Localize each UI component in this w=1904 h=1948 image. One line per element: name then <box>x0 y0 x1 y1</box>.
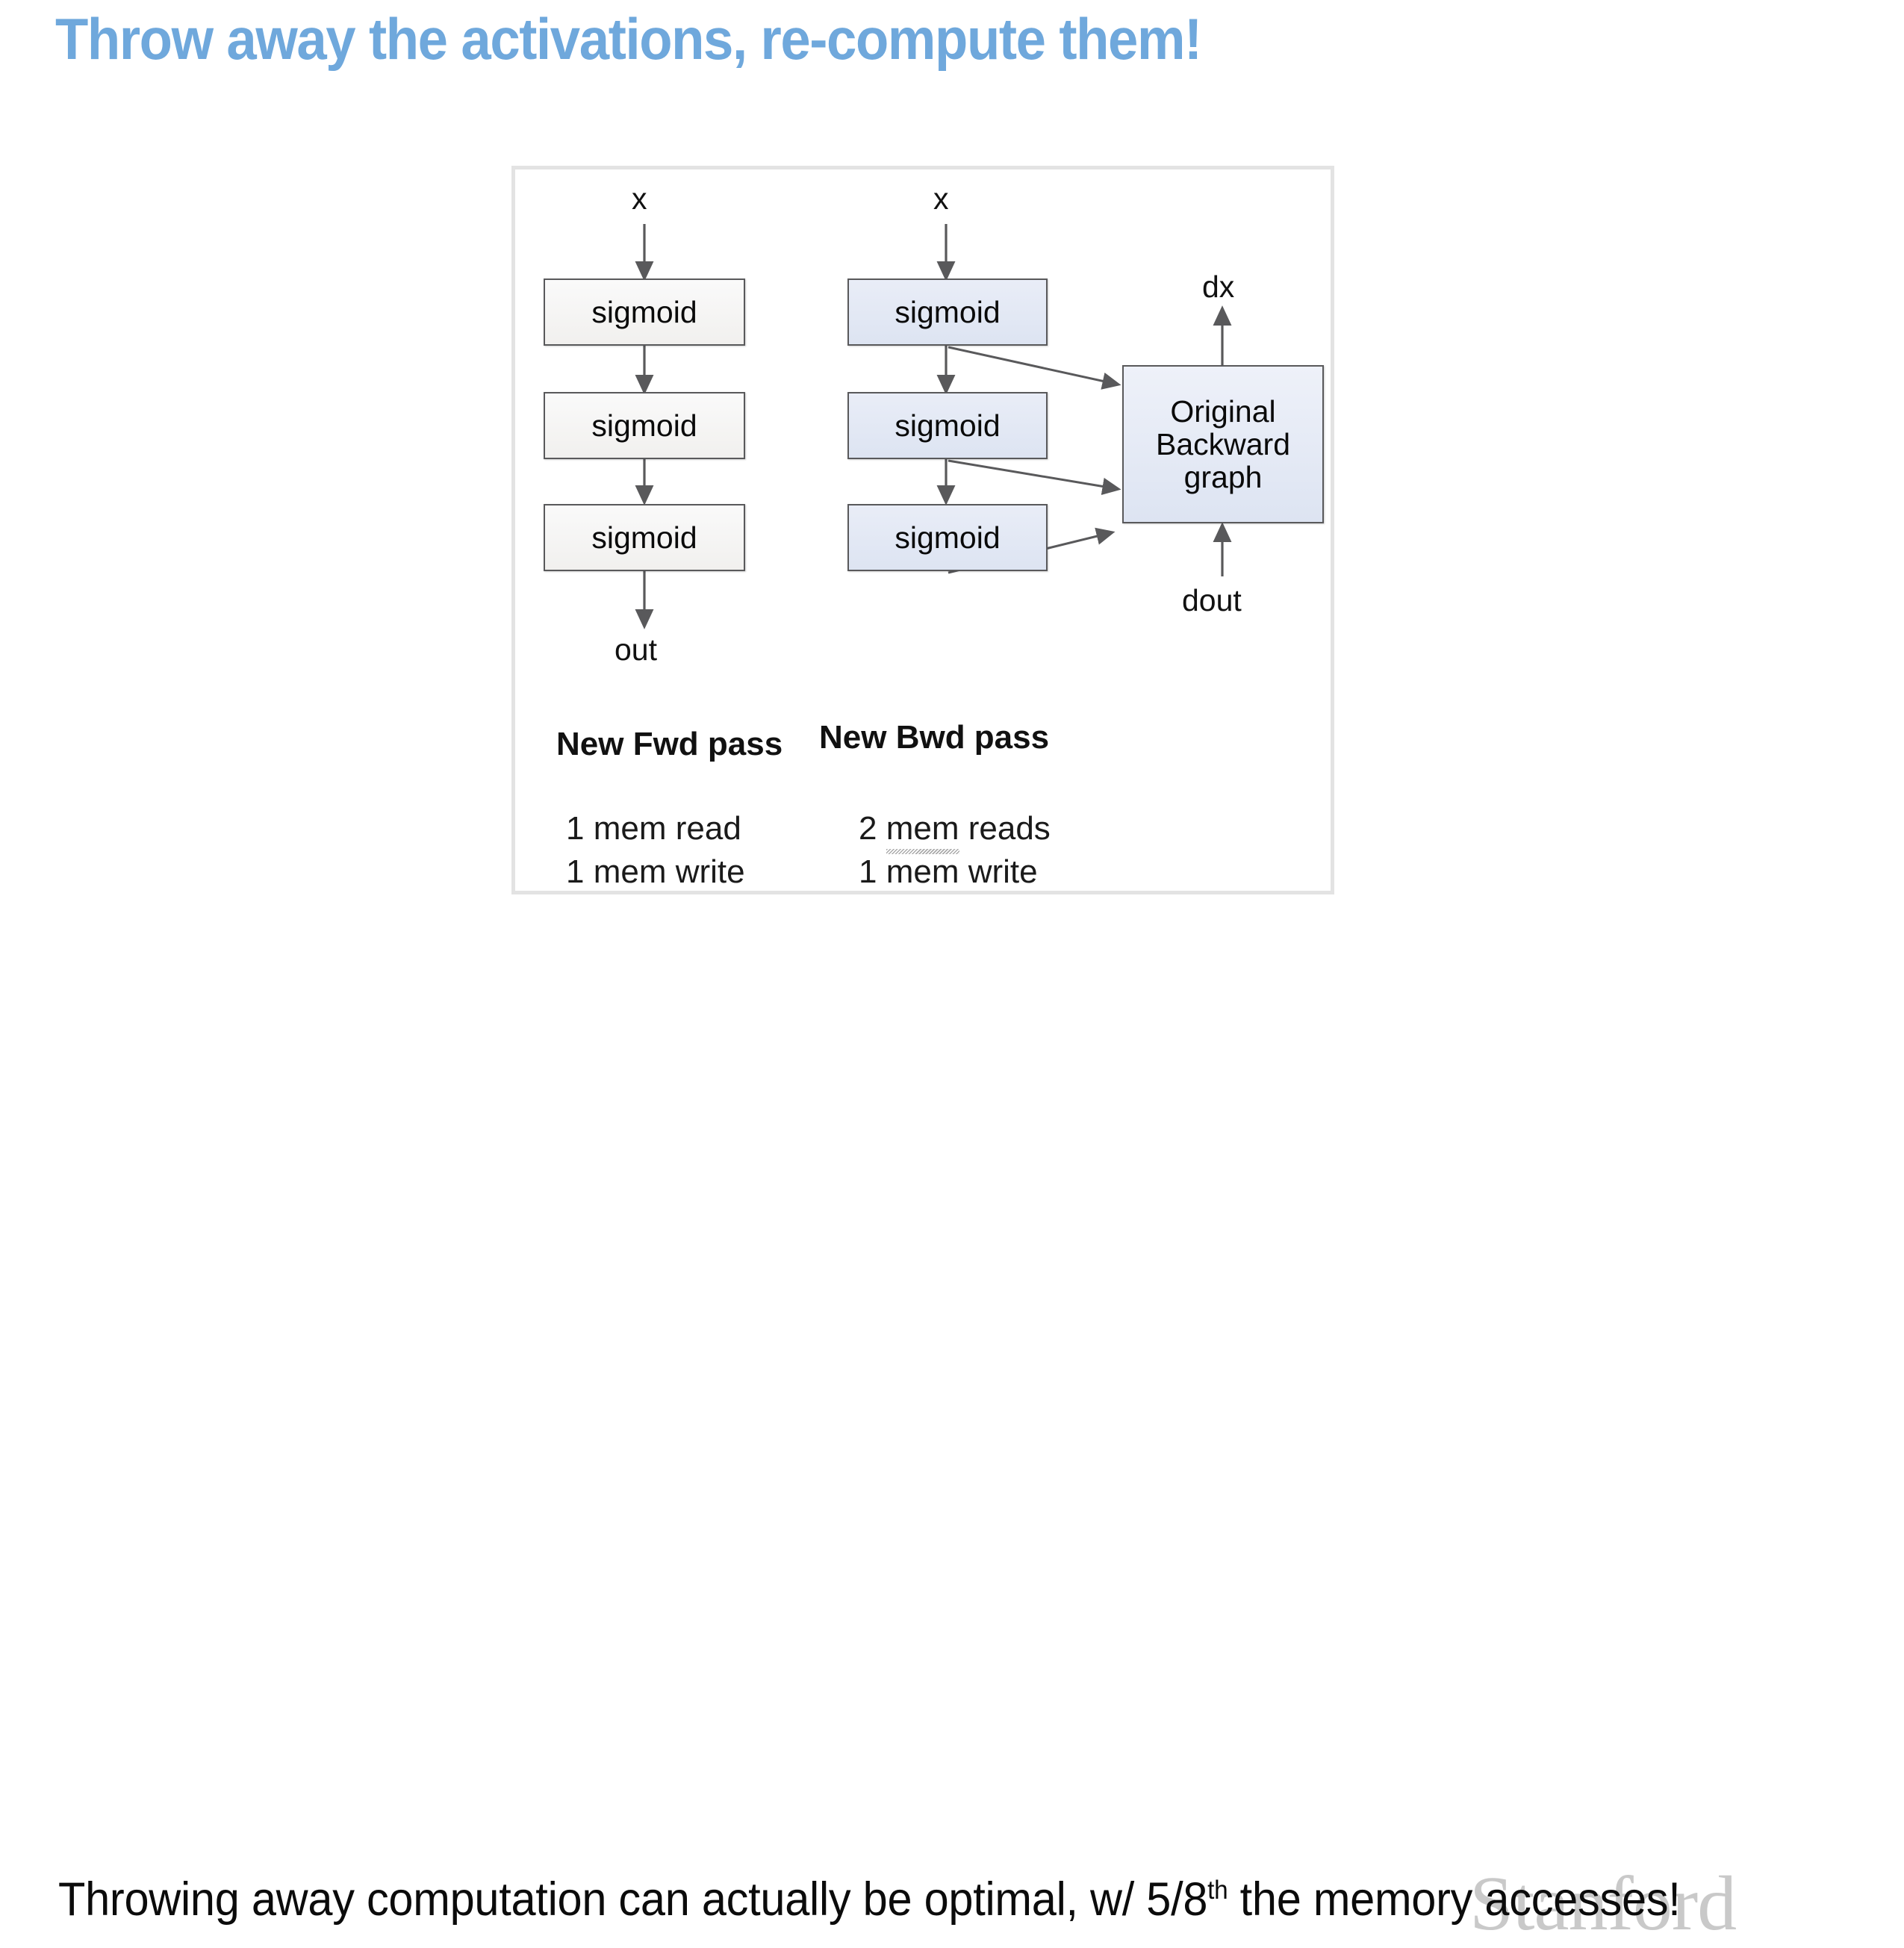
caption-superscript: th <box>1207 1876 1228 1905</box>
backward-sigmoid-node-3[interactable]: sigmoid <box>847 504 1048 571</box>
backward-stat-2-action: write <box>959 853 1038 890</box>
forward-stat-1-count: 1 <box>566 810 585 847</box>
diagram-frame: x sigmoid sigmoid sigmoid out New Fwd pa… <box>511 166 1334 894</box>
forward-stat-2-unit: mem <box>593 853 667 890</box>
backward-grad-in-label: dout <box>1182 583 1242 617</box>
forward-output-label: out <box>615 632 657 667</box>
backward-stat-2-count: 1 <box>859 853 877 890</box>
backward-stat-row-1: 2 mem reads <box>859 810 1051 847</box>
obg-line-3: graph <box>1183 460 1263 495</box>
forward-pass-heading: New Fwd pass <box>556 726 783 762</box>
original-backward-graph-node[interactable]: Original Backward graph <box>1122 365 1324 523</box>
obg-line-2: Backward <box>1155 426 1290 461</box>
obg-line-1: Original <box>1170 393 1276 429</box>
arrow-bwd-s2-to-graph <box>948 459 1121 495</box>
backward-stat-1-count: 2 <box>859 810 877 847</box>
caption-prefix: Throwing away computation can actually b… <box>58 1873 1208 1926</box>
forward-input-label: x <box>632 181 647 216</box>
forward-stat-row-2: 1 mem write <box>566 853 745 891</box>
forward-stat-1-unit: mem <box>593 810 667 847</box>
forward-stat-2-action: write <box>666 853 745 890</box>
backward-grad-out-label: dx <box>1202 270 1235 304</box>
arrow-bwd-s1-to-graph <box>948 346 1121 390</box>
slide-caption: Throwing away computation can actually b… <box>58 1867 1780 1932</box>
forward-stat-row-1: 1 mem read <box>566 810 741 847</box>
backward-sigmoid-node-1[interactable]: sigmoid <box>847 278 1048 346</box>
backward-pass-heading: New Bwd pass <box>819 719 1050 756</box>
backward-stat-1-action: reads <box>959 810 1051 847</box>
backward-stat-row-2: 1 mem write <box>859 853 1038 891</box>
forward-stat-2-count: 1 <box>566 853 585 890</box>
backward-input-label: x <box>933 181 949 216</box>
backward-stat-2-unit: mem <box>886 853 959 890</box>
caption-region: Stanford Throwing away computation can a… <box>0 932 1904 1947</box>
backward-sigmoid-node-2[interactable]: sigmoid <box>847 392 1048 459</box>
forward-sigmoid-node-2[interactable]: sigmoid <box>544 392 745 459</box>
forward-sigmoid-node-1[interactable]: sigmoid <box>544 278 745 346</box>
page-title: Throw away the activations, re-compute t… <box>55 6 1202 72</box>
backward-stat-1-unit: mem <box>886 810 959 847</box>
forward-sigmoid-node-3[interactable]: sigmoid <box>544 504 745 571</box>
forward-stat-1-action: read <box>666 810 741 847</box>
caption-suffix: the memory accesses! <box>1228 1873 1681 1926</box>
diagram-canvas: x sigmoid sigmoid sigmoid out New Fwd pa… <box>515 169 1331 891</box>
